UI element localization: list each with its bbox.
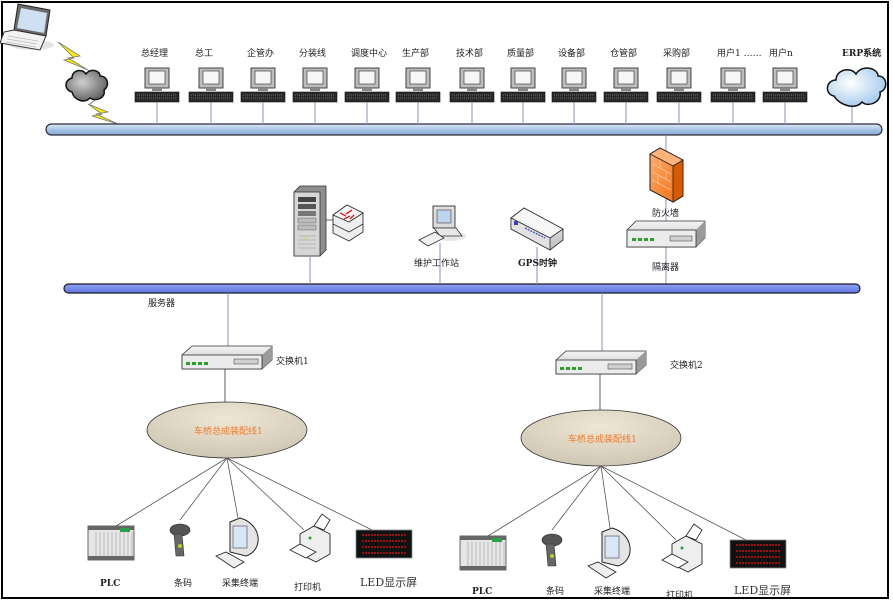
office-pc-label: 质量部 <box>507 47 534 59</box>
maintenance-workstation-icon <box>418 205 466 247</box>
device-link <box>487 465 602 537</box>
office-pc: 总工 <box>188 47 234 124</box>
switch1-icon <box>181 345 273 370</box>
office-pc: 用户1 …… <box>710 47 762 124</box>
router-icon <box>332 204 364 242</box>
assembly-line2-label: 车桥总成装配线1 <box>568 433 637 445</box>
desktop-pc-icon <box>656 67 702 103</box>
desktop-pc-icon <box>762 67 808 103</box>
office-pc: 分装线 <box>292 47 338 124</box>
office-pc-label: 采购部 <box>663 47 690 59</box>
office-pc: 用户n <box>762 47 808 124</box>
printer-icon: 打印机 <box>661 523 703 601</box>
office-pc: 企管办 <box>240 47 286 124</box>
office-pc-label: 生产部 <box>402 47 429 59</box>
assembly-line2-links <box>487 465 747 541</box>
gps-clock-icon <box>510 207 564 251</box>
desktop-pc-icon <box>134 67 180 103</box>
desktop-pc-icon <box>344 67 390 103</box>
desktop-pc-icon <box>710 67 756 103</box>
office-pc-label: 总工 <box>195 47 213 59</box>
device-label: 条码 <box>174 577 192 589</box>
office-pc: 调度中心 <box>344 47 390 124</box>
assembly-line2-devices: PLC 条码 采集终端 打印机 LED显示屏 <box>459 523 791 601</box>
desktop-pc-icon <box>292 67 338 103</box>
desktop-pc-icon <box>500 67 546 103</box>
terminal-icon: 采集终端 <box>215 517 259 589</box>
printer-icon: 打印机 <box>289 513 331 593</box>
plc-icon: PLC <box>459 535 507 597</box>
erp-label: ERP系统 <box>842 47 881 59</box>
desktop-pc-icon <box>603 67 649 103</box>
office-pc-label: 分装线 <box>299 47 326 59</box>
device-link <box>600 465 747 541</box>
device-link <box>115 457 228 527</box>
switch2-label: 交换机2 <box>670 359 703 371</box>
office-workstations: 总经理 总工 企管办 分装线 调度中心 生产部 技术部 质量部 设备部 仓管部 采购部 用户1 …… 用… <box>134 47 808 124</box>
led-display-icon: LED显示屏 <box>729 539 791 597</box>
device-label: 打印机 <box>666 589 693 601</box>
erp-cloud-icon <box>826 67 887 124</box>
device-link <box>600 465 677 541</box>
office-pc: 质量部 <box>500 47 546 124</box>
office-pc-label: 仓管部 <box>610 47 637 59</box>
server-icon <box>293 185 327 257</box>
office-pc: 总经理 <box>134 47 180 124</box>
office-pc-label: 技术部 <box>456 47 483 59</box>
device-link <box>551 465 602 531</box>
switch2-icon <box>555 350 647 375</box>
barcode-scanner-icon: 条码 <box>169 523 192 589</box>
device-link <box>226 457 373 531</box>
led-display-icon: LED显示屏 <box>355 529 417 589</box>
desktop-pc-icon <box>188 67 234 103</box>
internet-cloud-icon <box>65 69 109 102</box>
office-pc-label: 用户1 …… <box>717 47 762 59</box>
device-link <box>600 465 611 529</box>
desktop-pc-icon <box>395 67 441 103</box>
office-pc: 技术部 <box>449 47 495 124</box>
desktop-pc-icon <box>551 67 597 103</box>
device-label: 采集终端 <box>594 585 630 597</box>
device-label: 条码 <box>546 585 564 597</box>
office-pc-label: 总经理 <box>141 47 168 59</box>
office-pc-label: 设备部 <box>558 47 585 59</box>
device-label: PLC <box>100 579 120 589</box>
terminal-icon: 采集终端 <box>587 527 631 597</box>
office-pc-label: 企管办 <box>247 47 274 59</box>
office-network-bus <box>45 123 883 136</box>
firewall-icon <box>649 147 684 203</box>
server-label: 服务器 <box>148 297 175 309</box>
device-link <box>226 457 305 531</box>
device-label: LED显示屏 <box>734 584 791 597</box>
assembly-line1-devices: PLC 条码 采集终端 打印机 LED显示屏 <box>87 513 417 593</box>
plc-icon: PLC <box>87 525 135 589</box>
office-pc-label: 调度中心 <box>351 47 387 59</box>
device-link <box>226 457 239 519</box>
isolator-label: 隔离器 <box>652 261 679 273</box>
office-pc: 采购部 <box>656 47 702 124</box>
workstation-label: 维护工作站 <box>414 257 459 269</box>
desktop-pc-icon <box>240 67 286 103</box>
office-pc: 仓管部 <box>603 47 649 124</box>
assembly-line1-links <box>115 457 373 531</box>
barcode-scanner-icon: 条码 <box>541 533 564 597</box>
device-label: LED显示屏 <box>360 576 417 589</box>
desktop-pc-icon <box>449 67 495 103</box>
control-network-bus <box>63 283 861 294</box>
office-pc: 设备部 <box>551 47 597 124</box>
firewall-label: 防火墙 <box>652 207 679 219</box>
device-label: 打印机 <box>294 581 321 593</box>
office-pc: 生产部 <box>395 47 441 124</box>
isolator-icon <box>626 220 706 248</box>
laptop-icon <box>0 3 54 51</box>
gps-label: GPS时钟 <box>518 257 557 269</box>
device-label: PLC <box>472 587 492 597</box>
device-link <box>179 457 228 521</box>
office-pc-label: 用户n <box>769 47 793 59</box>
assembly-line1-label: 车桥总成装配线1 <box>194 425 263 437</box>
device-label: 采集终端 <box>222 577 258 589</box>
switch1-label: 交换机1 <box>276 355 309 367</box>
